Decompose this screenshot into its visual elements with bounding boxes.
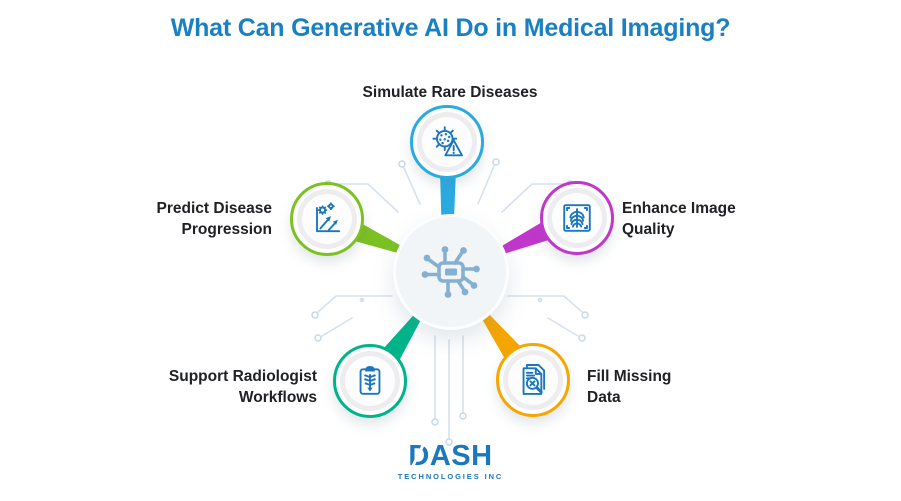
node-fill-missing-data	[496, 343, 570, 417]
document-search-icon	[522, 364, 546, 395]
node-core	[422, 117, 472, 167]
node-label-support-radiologist-workflows: Support Radiologist Workflows	[168, 368, 317, 406]
xray-ribcage-icon	[563, 204, 591, 232]
spoke-lower-right	[478, 308, 521, 359]
spoke-upper-left	[351, 222, 407, 255]
node-core	[508, 355, 558, 405]
node-core	[552, 193, 602, 243]
node-label-simulate-rare-diseases: Simulate Rare Diseases	[362, 84, 538, 101]
node-label-fill-missing-data: Fill Missing Data	[587, 368, 672, 406]
node-predict-disease-progression	[290, 182, 364, 256]
node-core	[302, 194, 352, 244]
hub-circle	[393, 214, 509, 330]
node-core	[345, 356, 395, 406]
node-enhance-image-quality	[540, 181, 614, 255]
spoke-upper-right	[495, 221, 552, 256]
virus-alert-icon	[432, 126, 463, 157]
ai-chip-icon	[421, 246, 480, 298]
node-label-enhance-image-quality: Enhance Image Quality	[622, 200, 736, 238]
node-support-radiologist-workflows	[333, 344, 407, 418]
page-title: What Can Generative AI Do in Medical Ima…	[170, 14, 731, 42]
logo-subtitle: TECHNOLOGIES INC	[397, 472, 504, 481]
node-label-predict-disease-progression: Predict Disease Progression	[156, 200, 272, 238]
logo: DASH TECHNOLOGIES INC	[0, 441, 901, 481]
node-simulate-rare-diseases	[410, 105, 484, 179]
clipboard-skeleton-icon	[359, 366, 381, 395]
progress-chart-icon	[316, 202, 341, 233]
logo-brand: DASH	[408, 441, 492, 471]
spoke-lower-left	[383, 308, 425, 361]
